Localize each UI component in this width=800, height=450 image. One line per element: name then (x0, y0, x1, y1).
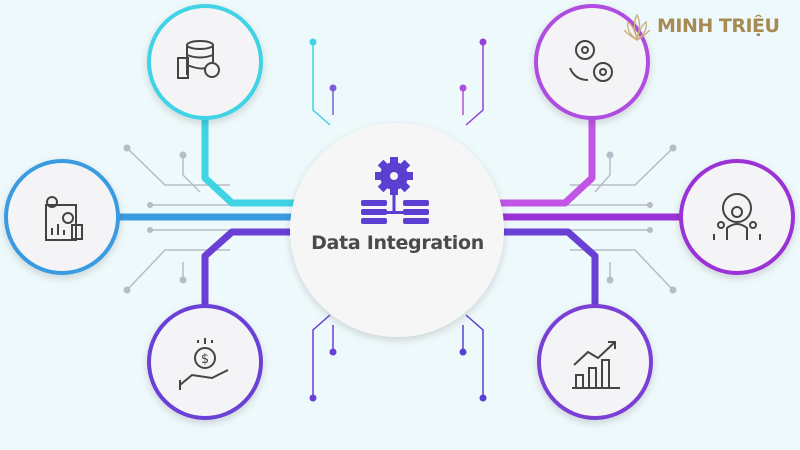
node-bottom-right (537, 304, 653, 420)
brand-name: MINH TRIỆU (657, 15, 780, 37)
money-hand-icon: $ (179, 338, 229, 390)
node-top-left (147, 4, 263, 120)
gear-network-icon (361, 157, 429, 224)
node-bottom-left: $ (147, 304, 263, 420)
connector-bottom-left (201, 228, 300, 305)
svg-text:$: $ (201, 352, 209, 367)
center-title: Data Integration (311, 232, 484, 254)
report-document-icon (45, 196, 83, 241)
lotus-icon (623, 13, 651, 41)
node-right (679, 159, 795, 275)
center-circle (290, 123, 504, 337)
growth-chart-icon (572, 341, 620, 389)
connector-top-right (500, 115, 596, 207)
team-gear-icon (713, 193, 761, 240)
connector-top-left (201, 115, 300, 207)
node-top-right (534, 4, 650, 120)
gears-icon (569, 40, 613, 82)
node-left (4, 159, 120, 275)
connector-bottom-right (500, 228, 599, 305)
database-gear-icon (177, 40, 220, 79)
